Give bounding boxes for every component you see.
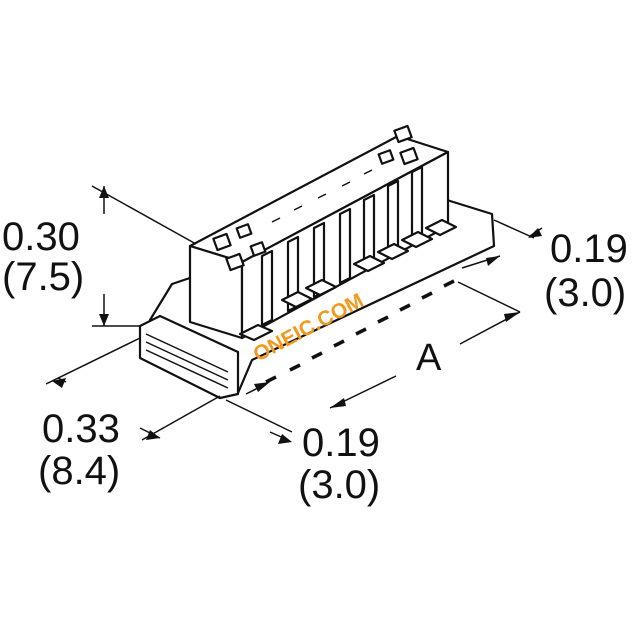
end-tab xyxy=(138,314,240,400)
pitch-front-inch-label: 0.19 xyxy=(302,421,380,465)
terminal-blocks xyxy=(238,218,458,342)
top-window xyxy=(399,146,419,166)
height-mm-label: (7.5) xyxy=(2,255,84,299)
length-label: A xyxy=(416,337,442,379)
depth-inch-label: 0.33 xyxy=(42,407,120,451)
pitch-front-mm-label: (3.0) xyxy=(298,463,380,507)
top-window xyxy=(225,252,245,272)
depth-mm-label: (8.4) xyxy=(38,449,120,493)
top-window xyxy=(235,223,253,239)
top-window xyxy=(393,124,413,144)
latch-ribs xyxy=(260,165,424,327)
pitch-right-inch-label: 0.19 xyxy=(550,227,628,271)
top-window xyxy=(377,149,395,165)
connector-body xyxy=(138,124,496,400)
top-window xyxy=(212,232,232,252)
height-inch-label: 0.30 xyxy=(2,215,80,259)
solder-pins xyxy=(265,279,455,384)
top-window xyxy=(249,241,267,257)
pitch-right-mm-label: (3.0) xyxy=(544,271,626,315)
dimension-lines xyxy=(45,185,543,444)
